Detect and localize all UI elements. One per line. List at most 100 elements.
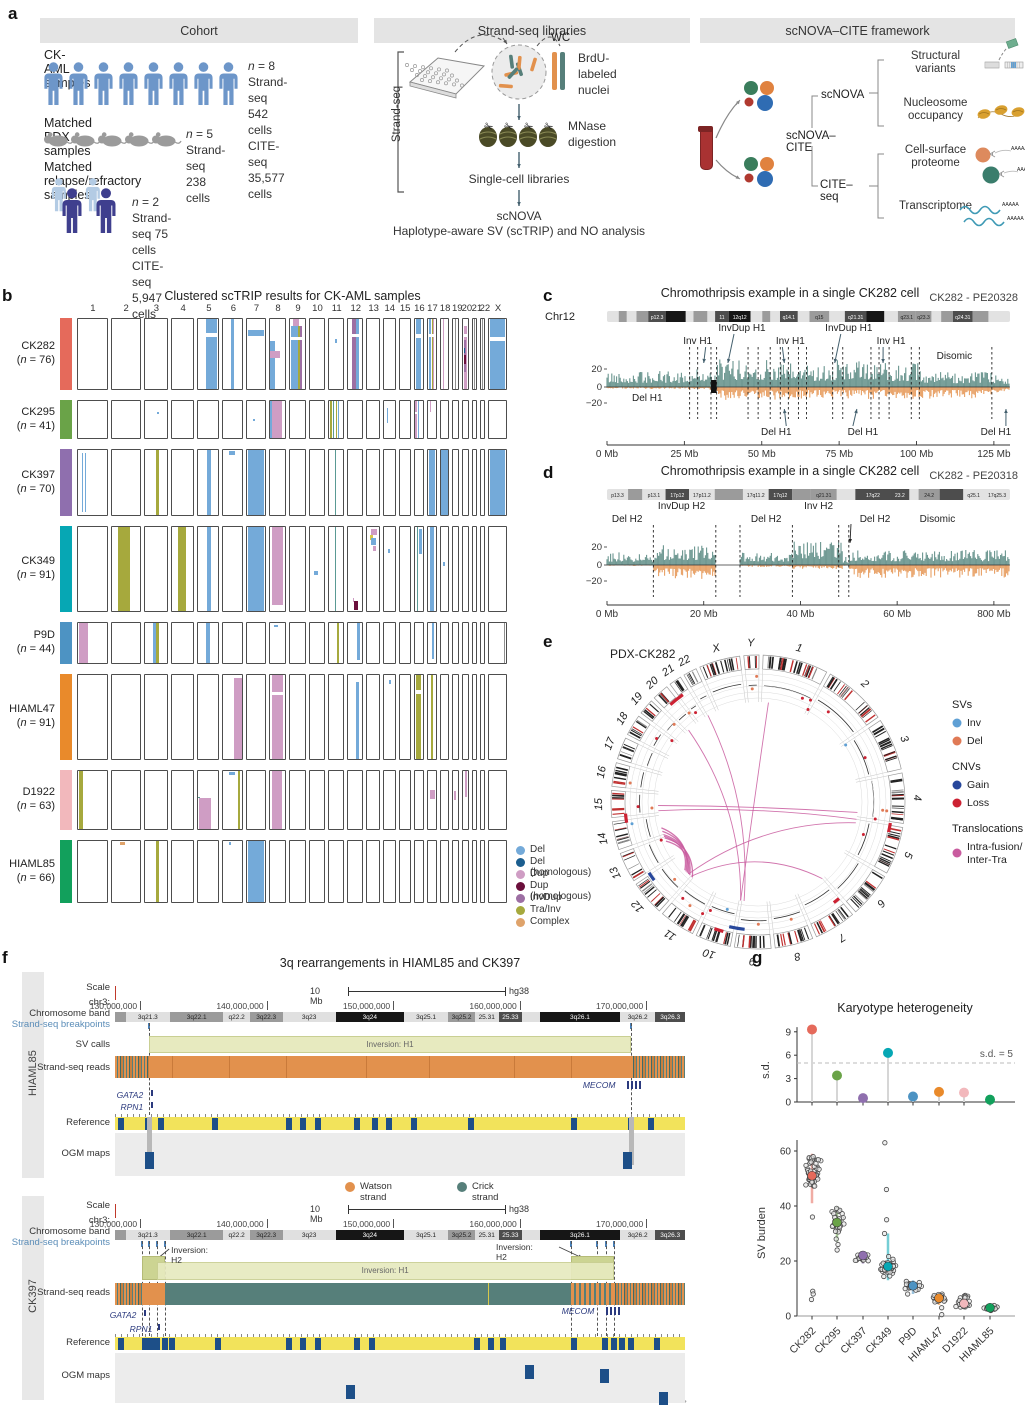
svg-text:Chromothripsis example in a si: Chromothripsis example in a single CK282…	[661, 464, 919, 478]
chrom-cell	[328, 770, 345, 830]
svg-text:SV burden: SV burden	[756, 1207, 768, 1259]
reference-block	[118, 1337, 125, 1350]
chrom-col-header: 13	[368, 303, 379, 314]
strandseq-reads-crick	[165, 1283, 571, 1305]
track-label: Chromosome band	[29, 1008, 110, 1019]
chrom-cell	[398, 318, 411, 390]
chrom3-band	[335, 1012, 404, 1022]
sample-row-label: CK397(n = 70)	[16, 468, 55, 495]
svg-text:13: 13	[607, 864, 624, 881]
reference-bar	[115, 1337, 685, 1350]
chrom-cell	[197, 400, 220, 439]
person-icon	[119, 62, 138, 106]
sample-color-bar	[60, 840, 72, 903]
svg-text:17q11.2: 17q11.2	[747, 493, 765, 499]
chrom-cell	[171, 400, 195, 439]
sv-block	[234, 678, 242, 759]
chrom3-band-label: 3q25.1	[416, 1231, 436, 1239]
sv-call-label-h2: Inversion: H2	[171, 1245, 209, 1265]
chrom-cell	[398, 526, 411, 612]
person-icon	[96, 188, 116, 233]
chrom-cell	[427, 622, 437, 664]
svg-text:50 Mb: 50 Mb	[748, 449, 776, 460]
sv-block	[207, 450, 211, 515]
chrom-cell	[471, 622, 477, 664]
chrom-cell	[328, 840, 345, 903]
read-separator	[428, 1056, 430, 1078]
chromothripsis-track: Chromothripsis example in a single CK282…	[545, 286, 1018, 460]
sv-block	[334, 338, 337, 343]
chrom-cell	[461, 622, 469, 664]
section-header-strandseq: Strand-seq libraries	[374, 18, 690, 43]
ogm-block	[659, 1392, 669, 1405]
subpanel-row-label-text: HIAML85	[27, 1050, 39, 1096]
sv-block	[205, 623, 211, 663]
chrom-cell	[471, 400, 477, 439]
sv-block	[300, 326, 302, 389]
panel-d-label: d	[543, 463, 554, 482]
legend-label: Dup	[530, 868, 549, 879]
chrom3-band-label: 25.31	[478, 1013, 495, 1021]
reference-bar	[115, 1117, 685, 1130]
chrom-cell	[222, 840, 244, 903]
chrom-cell	[366, 400, 380, 439]
chrom-cell	[347, 770, 364, 830]
framework-output-label: proteome	[911, 157, 960, 169]
chrom-cell	[246, 400, 266, 439]
svg-text:p13.1: p13.1	[648, 493, 661, 499]
svg-text:20: 20	[780, 1257, 792, 1268]
nucleosome-icon: ✂	[519, 120, 537, 147]
sv-block	[352, 597, 355, 602]
coord-tick	[519, 1001, 521, 1010]
reference-block	[314, 1337, 321, 1350]
svg-text:InvDup H1: InvDup H1	[825, 323, 873, 334]
reference-block	[300, 1117, 307, 1130]
svg-text:3: 3	[785, 1074, 791, 1085]
chrom-col-header: 2	[123, 303, 129, 314]
svg-text:22: 22	[675, 653, 692, 670]
svg-text:Disomic: Disomic	[920, 514, 956, 525]
chrom3-band-label: 3q23	[301, 1231, 317, 1239]
chrom-col-header: 22	[479, 303, 491, 314]
legend-swatch	[516, 846, 525, 855]
sv-block	[329, 401, 332, 438]
chrom3-band	[115, 1012, 126, 1022]
svg-text:q21.31: q21.31	[816, 493, 832, 499]
scale-bar-end	[505, 1205, 506, 1214]
legend-swatch	[516, 894, 525, 903]
sv-block	[415, 675, 422, 759]
chrom-cell	[427, 770, 437, 830]
svg-text:23.2: 23.2	[895, 493, 905, 499]
strandseq-reads-watson	[142, 1283, 166, 1305]
chrom-cell	[439, 400, 450, 439]
chrom3-band-label: 3q25.1	[416, 1013, 436, 1021]
reference-block	[411, 1117, 418, 1130]
chrom-cell	[413, 526, 425, 612]
reference-block	[474, 1337, 481, 1350]
sample-row-label: CK295(n = 41)	[16, 405, 55, 432]
sv-block	[415, 412, 418, 415]
person-icon	[85, 178, 100, 212]
svg-text:AAAAA: AAAAA	[1002, 202, 1019, 208]
chrom-cell	[471, 770, 477, 830]
sv-block	[153, 623, 157, 663]
sv-block	[432, 319, 434, 389]
sv-block	[387, 408, 389, 424]
svg-text:Del H2: Del H2	[860, 514, 891, 525]
sv-block	[271, 527, 284, 606]
sv-block	[428, 319, 432, 389]
chrom3-band	[498, 1230, 523, 1240]
chrom-cell	[308, 400, 326, 439]
chrom-cell	[366, 622, 380, 664]
chrom-cell	[382, 400, 396, 439]
chrom-cell	[439, 770, 450, 830]
chrom-cell	[398, 400, 411, 439]
svg-text:20: 20	[591, 542, 602, 553]
read-separator	[365, 1056, 367, 1078]
sample-row-label: P9D(n = 44)	[16, 629, 55, 655]
reference-block	[153, 1337, 160, 1350]
ogm-area	[115, 1353, 685, 1403]
coord-label: 170,000,000	[595, 1219, 644, 1229]
section-header-cohort: Cohort	[40, 18, 358, 43]
sv-block	[415, 334, 421, 338]
